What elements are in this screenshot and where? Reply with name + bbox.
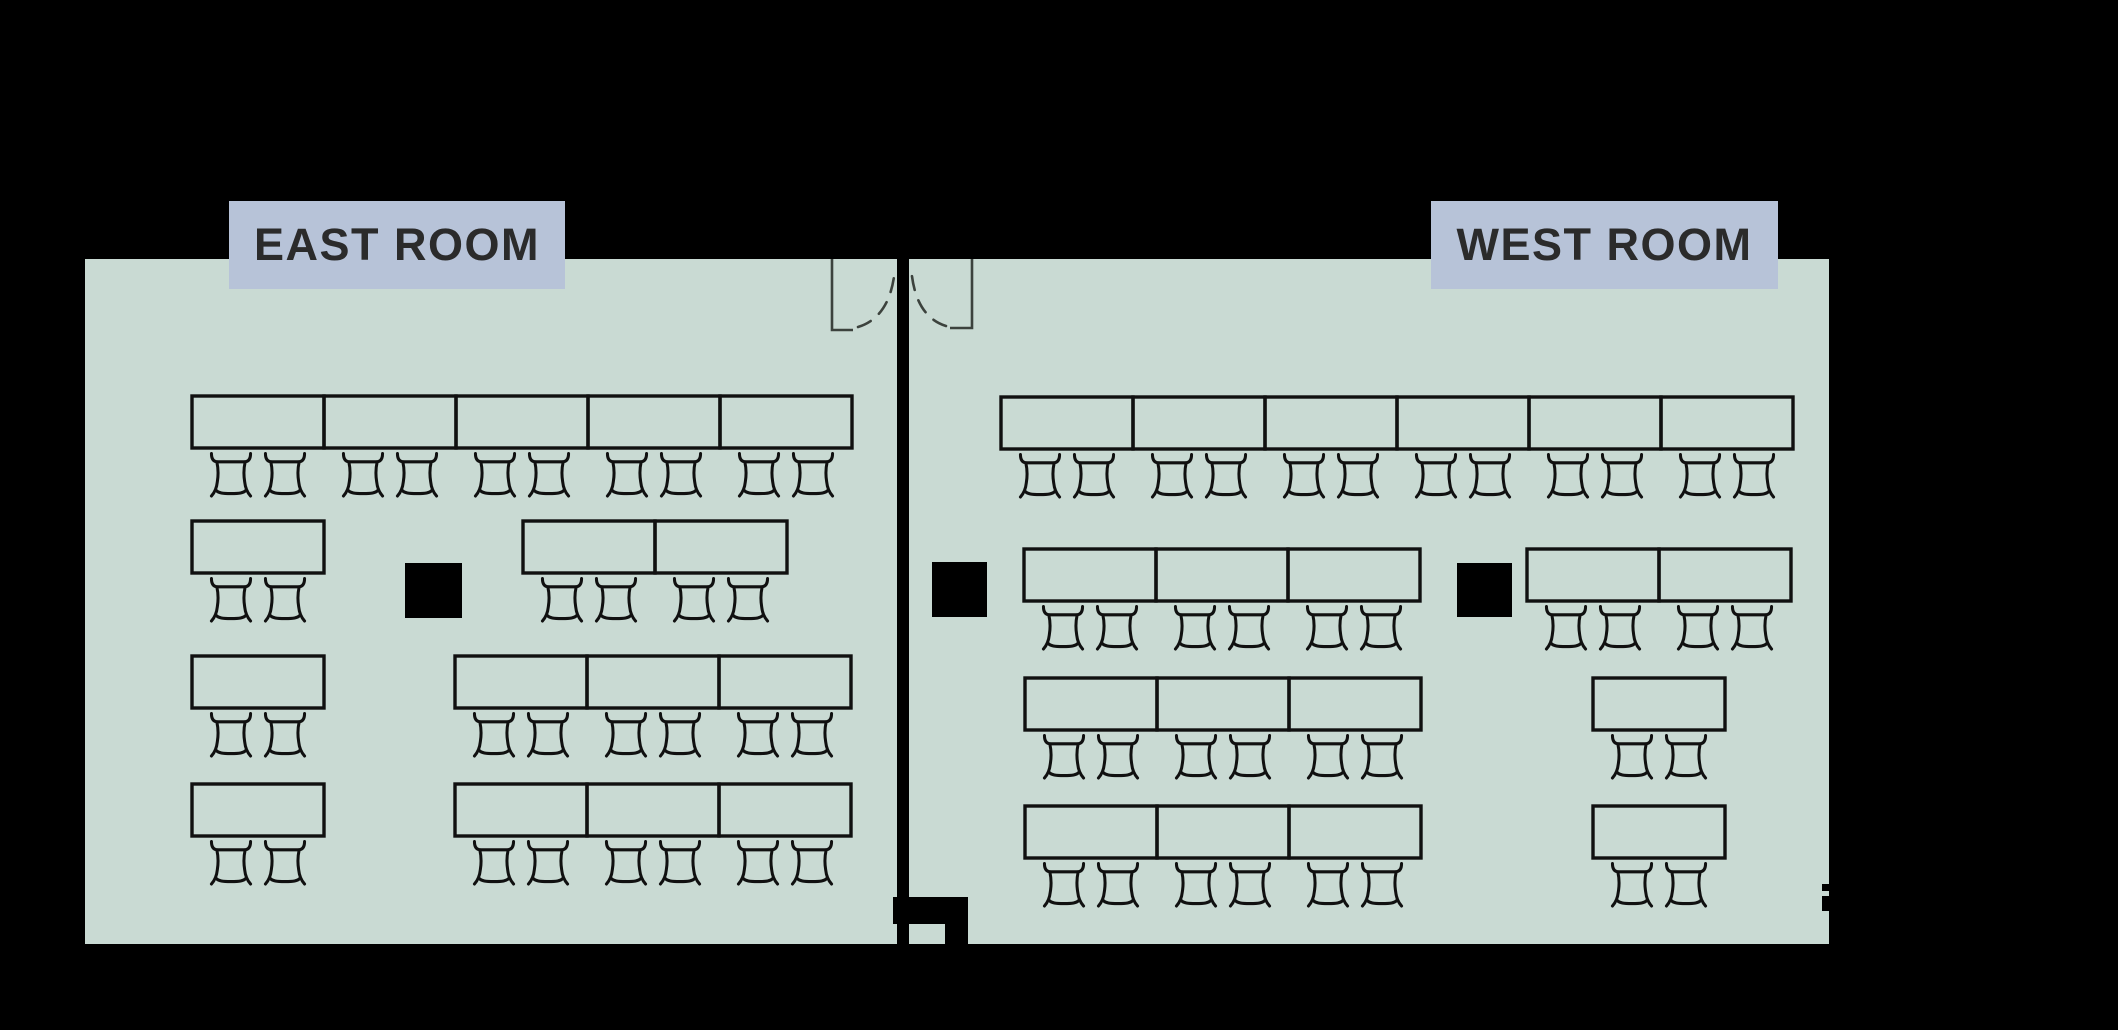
west-room-label-text: WEST ROOM [1456,219,1753,270]
west-row2-table [1657,547,1793,603]
wall-step-1 [945,924,968,944]
east-room-label: EAST ROOM [229,201,565,289]
east-door-swing [856,266,897,329]
right-wall-tick-1 [1822,896,1831,911]
east-row4-table [190,782,326,838]
west-row4-table [1591,804,1727,860]
west-door-jamb [950,259,974,330]
east-row3-table [717,654,853,710]
west-support-column [932,562,987,617]
east-row3-table [190,654,326,710]
west-door-swing [909,264,948,328]
west-row2-table [1286,547,1422,603]
west-row4-table [1287,804,1423,860]
center-wall-divider [897,240,909,897]
west-row1-table [1659,395,1795,451]
west-row3-table [1287,676,1423,732]
right-wall-tick-0 [1822,884,1831,891]
wall-step-0 [893,897,968,924]
east-row2-table [190,519,326,575]
east-door-jamb [830,259,853,332]
furniture-layer [190,394,1795,908]
west-room-label: WEST ROOM [1431,201,1778,289]
east-support-column [405,563,462,618]
east-room-floor [85,259,897,944]
east-room-label-text: EAST ROOM [253,219,540,270]
doors-layer [830,259,974,332]
west-support-column [1457,563,1512,617]
east-row4-table [717,782,853,838]
west-row3-table [1591,676,1727,732]
walls-layer [893,240,1831,944]
east-row1-table [718,394,854,450]
east-row2-table [653,519,789,575]
